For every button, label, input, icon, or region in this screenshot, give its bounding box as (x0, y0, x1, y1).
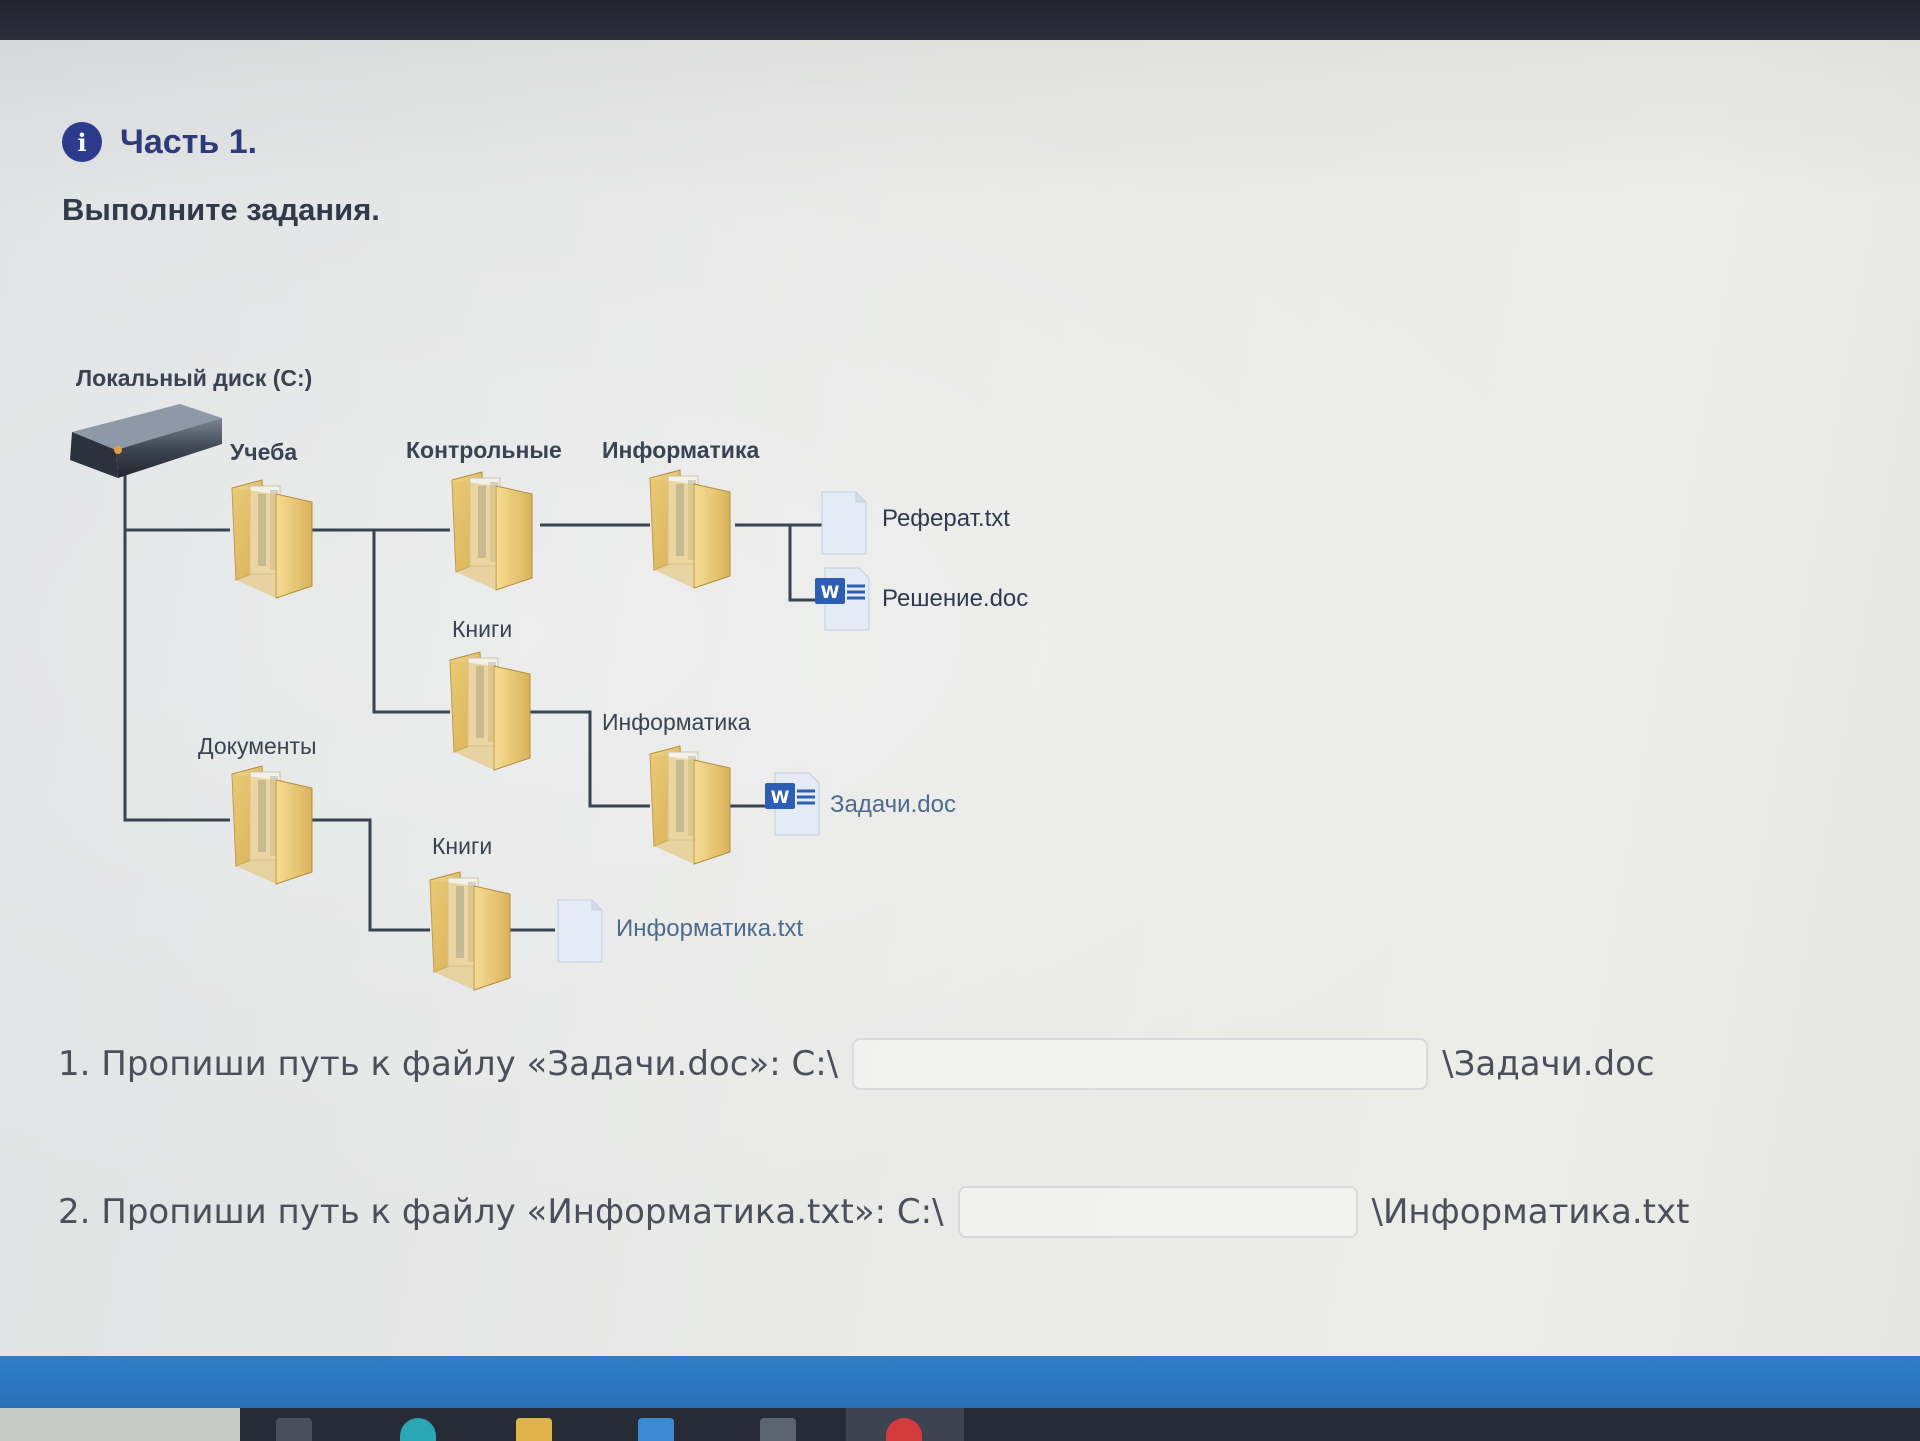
question-2-suffix: \Информатика.txt (1371, 1192, 1690, 1232)
folder-label-informatika-top: Информатика (602, 437, 759, 463)
doc-file-icon (763, 771, 821, 837)
folder-tree-diagram: W Локальный диск (C:) У (70, 365, 1028, 991)
task-instruction: Выполните задания. (62, 192, 380, 227)
folder-icon (451, 471, 533, 591)
folder-label-kontrolnye: Контрольные (406, 437, 562, 463)
taskbar-app-icon[interactable] (760, 1418, 796, 1441)
folder-label-informatika-mid: Информатика (602, 709, 751, 735)
doc-file-icon (813, 566, 871, 632)
folder-icon (649, 745, 731, 865)
question-1-prompt: 1. Пропиши путь к файлу «Задачи.doc»: C:… (58, 1044, 839, 1084)
store-icon[interactable] (638, 1418, 674, 1441)
part-header: i Часть 1. (62, 122, 257, 162)
folder-icon (449, 651, 531, 771)
folder-icon (429, 871, 511, 991)
part-title: Часть 1. (120, 122, 258, 161)
folder-label-ucheba: Учеба (230, 439, 297, 465)
root-label: Локальный диск (C:) (76, 365, 312, 391)
folder-icon (649, 469, 731, 589)
folder-label-dokumenty: Документы (198, 733, 317, 759)
tree-connectors (123, 470, 825, 932)
question-1: 1. Пропиши путь к файлу «Задачи.doc»: C:… (58, 1038, 1655, 1090)
local-disk-icon (70, 404, 222, 478)
folder-icon[interactable] (516, 1418, 552, 1441)
txt-file-icon (557, 899, 603, 963)
question-2: 2. Пропиши путь к файлу «Информатика.txt… (58, 1186, 1689, 1238)
folder-icon (231, 765, 313, 885)
browser-icon[interactable] (400, 1418, 436, 1441)
question-2-path-input[interactable] (957, 1186, 1358, 1238)
taskbar (0, 1408, 1920, 1441)
taskbar-active-app[interactable] (846, 1408, 964, 1441)
page-content: i Часть 1. Выполните задания. (0, 40, 1920, 1356)
bottom-blue-bar (0, 1356, 1920, 1408)
info-icon: i (62, 122, 102, 162)
folder-label-knigi-lower: Книги (432, 833, 492, 859)
file-label-zadachi: Задачи.doc (830, 791, 956, 818)
folder-label-knigi-upper: Книги (452, 616, 512, 642)
question-1-path-input[interactable] (852, 1038, 1429, 1090)
taskbar-start-area[interactable] (0, 1408, 240, 1441)
browser-icon (886, 1418, 922, 1441)
file-label-informatika-txt: Информатика.txt (616, 915, 803, 942)
file-label-reshenie: Решение.doc (882, 585, 1028, 612)
txt-file-icon (821, 491, 867, 555)
taskbar-app-icon[interactable] (276, 1418, 312, 1441)
folder-icon (231, 479, 313, 599)
file-label-referat: Реферат.txt (882, 505, 1010, 532)
question-1-suffix: \Задачи.doc (1442, 1044, 1655, 1084)
question-2-prompt: 2. Пропиши путь к файлу «Информатика.txt… (58, 1192, 944, 1232)
